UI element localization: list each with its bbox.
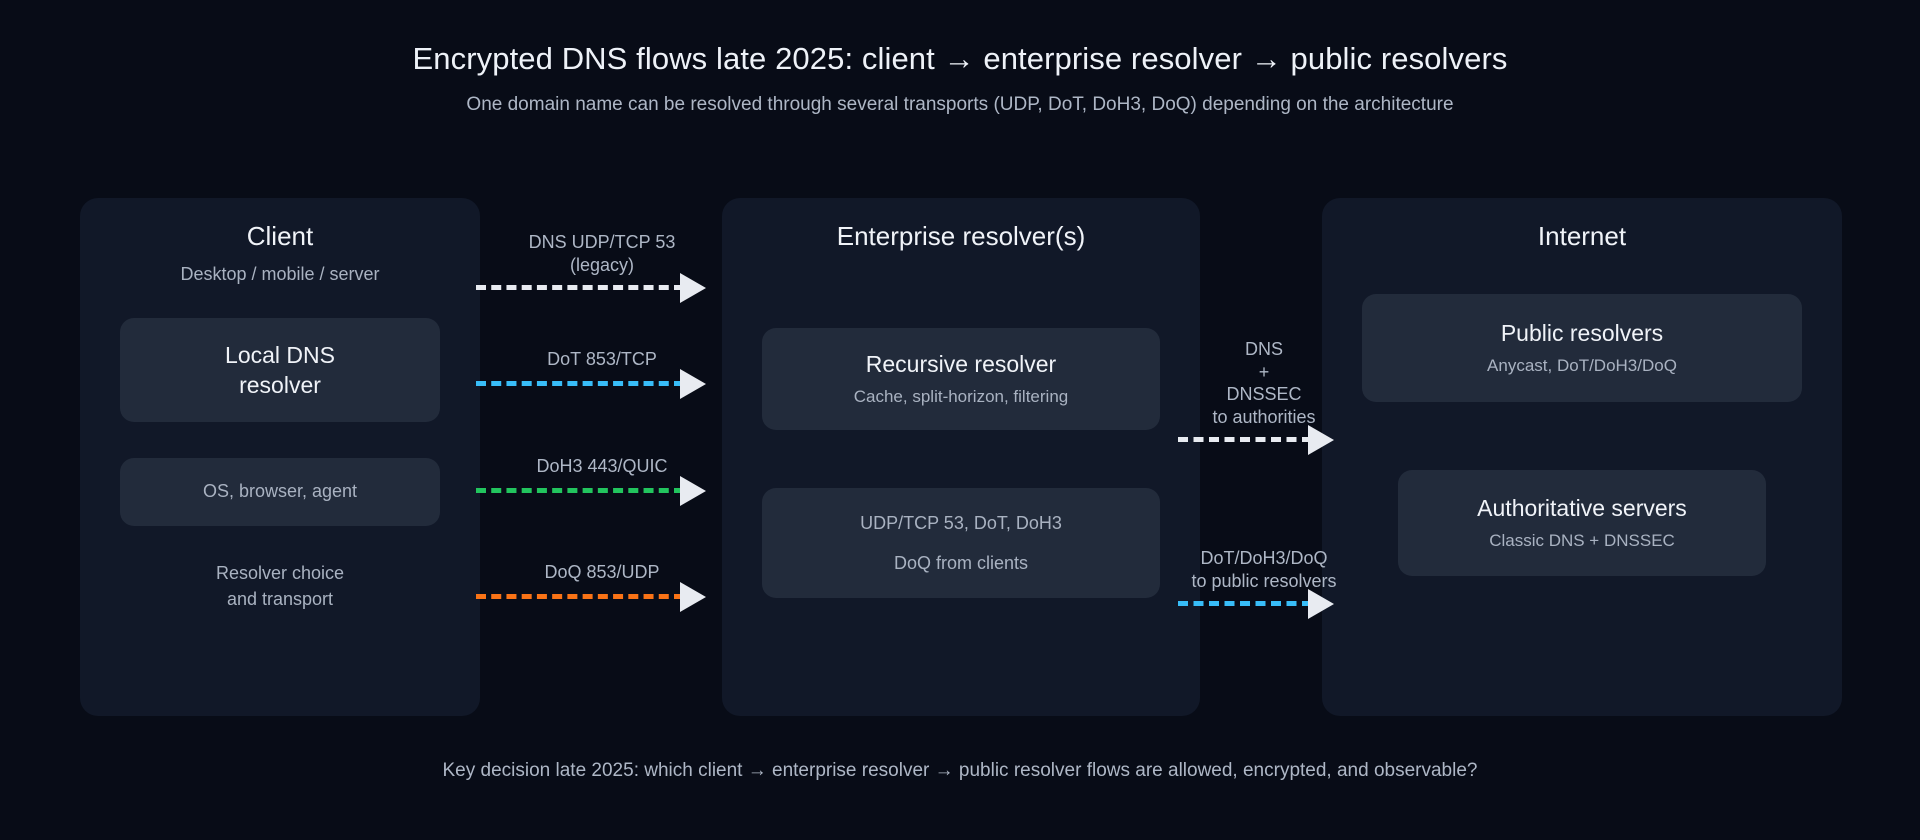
flow-dns-dnssec-authorities-label: DNS + DNSSEC to authorities — [1212, 339, 1316, 427]
page-title: Encrypted DNS flows late 2025: client → … — [412, 41, 1508, 76]
footer-note: Key decision late 2025: which client → e… — [442, 760, 1478, 781]
flow-dot-853-tcp-arrowhead — [680, 369, 706, 399]
column-internet-title: Internet — [1537, 221, 1627, 251]
client-footnote: Resolver choice and transport — [215, 563, 345, 610]
card-public-resolvers-title: Public resolvers — [1500, 319, 1664, 346]
flow-dns-udp-tcp-53: DNS UDP/TCP 53 (legacy) — [476, 222, 728, 303]
flow-dot-doh3-doq-public: DoT/DoH3/DoQ to public resolvers — [1178, 512, 1350, 619]
card-recursive-resolver: Recursive resolver Cache, split-horizon,… — [762, 328, 1160, 430]
card-recursive-resolver-subtitle: Cache, split-horizon, filtering — [853, 387, 1069, 407]
card-enterprise-transports: UDP/TCP 53, DoT, DoH3 DoQ from clients — [762, 488, 1160, 598]
card-authoritative-servers-title: Authoritative servers — [1477, 494, 1687, 521]
flow-doh3-443-quic-label: DoH3 443/QUIC — [536, 455, 668, 476]
flow-dns-udp-tcp-53-arrowhead — [680, 273, 706, 303]
card-enterprise-transports-line-2: DoQ from clients — [893, 553, 1029, 573]
card-public-resolvers: Public resolvers Anycast, DoT/DoH3/DoQ — [1362, 294, 1802, 402]
flow-dns-dnssec-authorities-arrowhead — [1308, 425, 1334, 455]
flow-doq-853-udp-arrowhead — [680, 582, 706, 612]
flow-dot-853-tcp: DoT 853/TCP — [476, 318, 728, 399]
card-authoritative-servers: Authoritative servers Classic DNS + DNSS… — [1398, 470, 1766, 576]
flow-dns-dnssec-authorities: DNS + DNSSEC to authorities — [1178, 288, 1350, 455]
column-client: Client Desktop / mobile / server Local D… — [80, 198, 480, 716]
card-public-resolvers-subtitle: Anycast, DoT/DoH3/DoQ — [1487, 356, 1677, 376]
page-subtitle: One domain name can be resolved through … — [466, 93, 1454, 115]
flow-dot-doh3-doq-public-arrowhead — [1308, 589, 1334, 619]
column-client-subtitle: Desktop / mobile / server — [180, 263, 380, 284]
flow-dot-853-tcp-label: DoT 853/TCP — [547, 348, 657, 369]
card-local-dns-resolver: Local DNS resolver — [120, 318, 440, 422]
column-enterprise-title: Enterprise resolver(s) — [836, 221, 1086, 251]
flow-doh3-443-quic-arrowhead — [680, 476, 706, 506]
flow-dot-doh3-doq-public-line — [1178, 601, 1312, 606]
card-local-dns-resolver-title: Local DNS resolver — [225, 341, 335, 398]
card-os-browser-agent: OS, browser, agent — [120, 458, 440, 526]
flow-dot-doh3-doq-public-label: DoT/DoH3/DoQ to public resolvers — [1191, 548, 1337, 591]
flow-dns-udp-tcp-53-label: DNS UDP/TCP 53 (legacy) — [528, 232, 676, 275]
card-enterprise-transports-line-1: UDP/TCP 53, DoT, DoH3 — [860, 512, 1062, 533]
column-internet: Internet Public resolvers Anycast, DoT/D… — [1322, 198, 1842, 716]
column-client-title: Client — [246, 221, 314, 251]
card-recursive-resolver-title: Recursive resolver — [865, 350, 1057, 377]
flow-doh3-443-quic: DoH3 443/QUIC — [476, 425, 728, 506]
header: Encrypted DNS flows late 2025: client → … — [0, 40, 1920, 117]
flow-dns-dnssec-authorities-line — [1178, 437, 1312, 442]
flow-doq-853-udp-line — [476, 594, 684, 599]
flow-dns-udp-tcp-53-line — [476, 285, 684, 290]
card-authoritative-servers-subtitle: Classic DNS + DNSSEC — [1489, 531, 1675, 551]
card-os-browser-agent-title: OS, browser, agent — [202, 481, 358, 502]
flow-doh3-443-quic-line — [476, 488, 684, 493]
column-enterprise: Enterprise resolver(s) Recursive resolve… — [722, 198, 1200, 716]
flow-doq-853-udp-label: DoQ 853/UDP — [544, 561, 660, 582]
flow-dot-853-tcp-line — [476, 381, 684, 386]
flow-doq-853-udp: DoQ 853/UDP — [476, 531, 728, 612]
